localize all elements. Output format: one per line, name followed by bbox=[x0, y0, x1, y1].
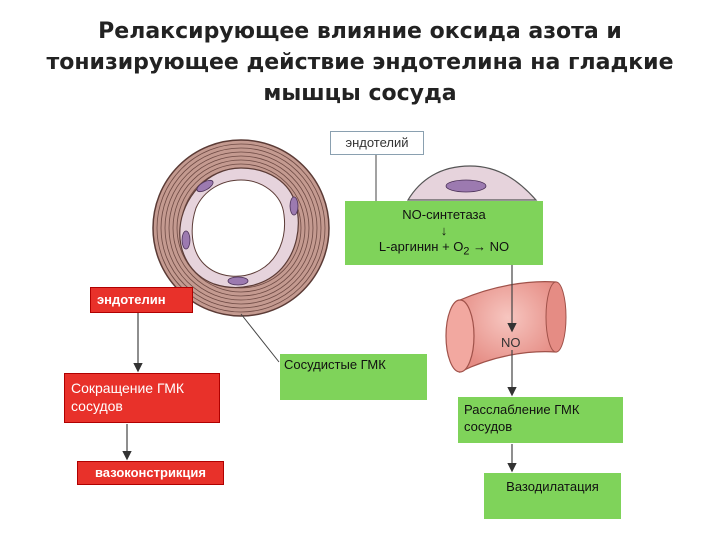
title-line-3: мышцы сосуда bbox=[263, 81, 457, 106]
relaxation-box: Расслабление ГМК сосудов bbox=[458, 397, 623, 443]
no-label: NO bbox=[501, 335, 521, 350]
vasoconstriction-box: вазоконстрикция bbox=[77, 461, 224, 485]
vasodilation-box: Вазодилатация bbox=[484, 473, 621, 519]
contraction-label-part1: Сокращение bbox=[71, 380, 154, 396]
title-line-2: тонизирующее действие эндотелина на глад… bbox=[46, 50, 674, 75]
vascular-smc-box: Сосудистые ГМК bbox=[280, 354, 427, 400]
endothelial-cell-icon bbox=[406, 165, 538, 201]
contraction-box: Сокращение ГМК сосудов bbox=[64, 373, 220, 423]
endothelin-box: эндотелин bbox=[90, 287, 193, 313]
smooth-muscle-vessel-icon bbox=[445, 281, 567, 373]
endothelium-label: эндотелий bbox=[330, 131, 424, 155]
reaction-subscript: 2 bbox=[463, 245, 470, 258]
reaction-equation: L-аргинин + O2 → NO bbox=[345, 239, 543, 260]
reaction-prefix: L-аргинин + O bbox=[378, 239, 464, 254]
reaction-suffix: → NO bbox=[469, 239, 510, 254]
contraction-label-part2: ГМК bbox=[153, 380, 185, 396]
vsmc-connector bbox=[240, 313, 280, 363]
vessel-cross-section-icon bbox=[152, 139, 330, 317]
page-title: Релаксирующее влияние оксида азота и тон… bbox=[40, 16, 680, 109]
no-synthase-box: NO-синтетаза ↓ L-аргинин + O2 → NO bbox=[345, 201, 543, 265]
contraction-label-part3: сосудов bbox=[71, 398, 123, 414]
title-line-1: Релаксирующее влияние оксида азота и bbox=[98, 19, 622, 44]
down-arrow-glyph: ↓ bbox=[440, 223, 448, 238]
no-synthase-label: NO-синтетаза bbox=[402, 207, 486, 222]
